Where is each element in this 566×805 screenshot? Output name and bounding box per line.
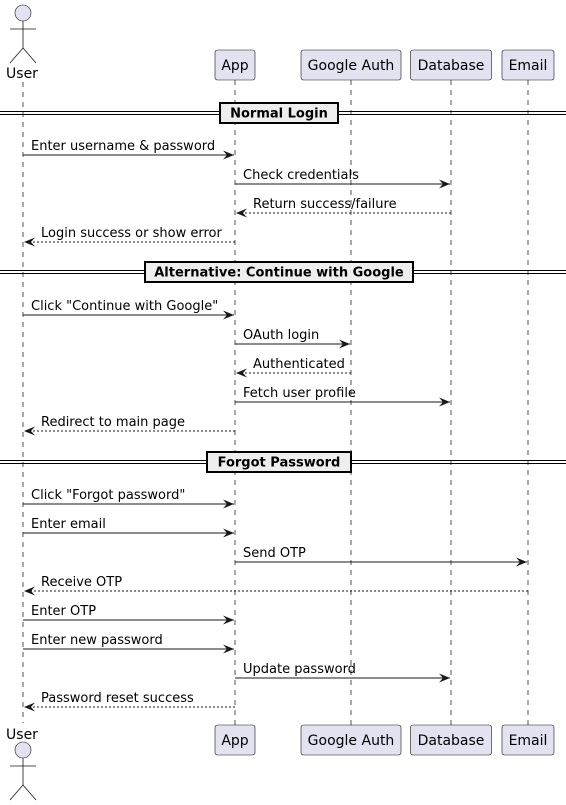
message-17: Password reset success	[24, 691, 235, 712]
message-16: Update password	[235, 662, 450, 683]
message-label: Enter username & password	[31, 139, 215, 154]
actor-figure-icon	[9, 758, 37, 801]
message-4: Login success or show error	[24, 226, 235, 247]
participant-database-bottom: Database	[410, 724, 492, 756]
participant-email-bottom: Email	[501, 724, 555, 756]
actor-user-bottom: User	[6, 727, 38, 801]
participant-google-auth-top: Google Auth	[300, 49, 402, 81]
message-label: Redirect to main page	[41, 415, 185, 430]
arrowhead-icon	[236, 368, 247, 378]
divider-label: Forgot Password	[218, 456, 341, 471]
divider-box	[206, 451, 352, 473]
divider-1: Normal Login	[0, 102, 566, 124]
message-1: Enter username & password	[23, 139, 234, 160]
participant-google-auth-bottom: Google Auth	[300, 724, 402, 756]
message-8: Fetch user profile	[235, 386, 450, 407]
participant-headers-bottom: User App Google Auth Database Email	[6, 724, 555, 801]
participant-box	[214, 724, 256, 756]
participant-app-top: App	[214, 49, 256, 81]
participant-label: Database	[418, 58, 485, 74]
arrowhead-icon	[223, 499, 234, 509]
arrowhead-icon	[516, 557, 527, 567]
message-label: Update password	[243, 662, 356, 677]
participant-label: App	[221, 58, 248, 74]
participant-headers-top: User App Google Auth Database Email	[6, 4, 555, 82]
message-9: Redirect to main page	[24, 415, 235, 436]
message-3: Return success/failure	[236, 197, 451, 218]
participant-box	[501, 49, 555, 81]
message-label: Login success or show error	[41, 226, 222, 241]
message-label: Return success/failure	[253, 197, 397, 212]
message-11: Enter email	[23, 517, 234, 538]
arrowhead-icon	[223, 644, 234, 654]
arrowhead-icon	[24, 586, 35, 596]
message-label: Click "Forgot password"	[31, 488, 185, 503]
actor-head-icon	[14, 741, 32, 759]
arrowhead-icon	[439, 673, 450, 683]
message-label: Password reset success	[41, 691, 194, 706]
actor-label: User	[6, 66, 38, 82]
actor-figure-icon	[9, 21, 37, 64]
participant-box	[214, 49, 256, 81]
divider-box	[144, 261, 414, 283]
arrowhead-icon	[236, 208, 247, 218]
participant-box	[410, 49, 492, 81]
message-label: Enter new password	[31, 633, 163, 648]
participant-label: Database	[418, 733, 485, 749]
participant-box	[410, 724, 492, 756]
arrowhead-icon	[223, 150, 234, 160]
participant-label: Google Auth	[308, 58, 395, 74]
arrowhead-icon	[339, 339, 350, 349]
message-label: Check credentials	[243, 168, 359, 183]
message-label: Enter email	[31, 517, 106, 532]
divider-label: Alternative: Continue with Google	[154, 266, 404, 281]
arrowhead-icon	[24, 702, 35, 712]
message-14: Enter OTP	[23, 604, 234, 625]
message-12: Send OTP	[235, 546, 527, 567]
participant-label: Email	[509, 58, 548, 74]
participant-label: App	[221, 733, 248, 749]
arrowhead-icon	[223, 528, 234, 538]
participant-app-bottom: App	[214, 724, 256, 756]
message-2: Check credentials	[235, 168, 450, 189]
message-label: Authenticated	[253, 357, 345, 372]
message-label: OAuth login	[243, 328, 319, 343]
divider-box	[219, 102, 339, 124]
actor-head-icon	[14, 4, 32, 22]
message-13: Receive OTP	[24, 575, 528, 596]
participant-box	[300, 724, 402, 756]
divider-label: Normal Login	[230, 107, 328, 122]
message-label: Fetch user profile	[243, 386, 356, 401]
arrowhead-icon	[439, 179, 450, 189]
participant-box	[300, 49, 402, 81]
message-6: OAuth login	[235, 328, 350, 349]
message-label: Click "Continue with Google"	[31, 299, 218, 314]
participant-email-top: Email	[501, 49, 555, 81]
message-15: Enter new password	[23, 633, 234, 654]
message-7: Authenticated	[236, 357, 351, 378]
message-10: Click "Forgot password"	[23, 488, 234, 509]
divider-3: Forgot Password	[0, 451, 566, 473]
arrowhead-icon	[223, 310, 234, 320]
arrowhead-icon	[24, 426, 35, 436]
participant-box	[501, 724, 555, 756]
message-label: Send OTP	[243, 546, 306, 561]
participant-label: Email	[509, 733, 548, 749]
arrowhead-icon	[24, 237, 35, 247]
arrowhead-icon	[439, 397, 450, 407]
arrowhead-icon	[223, 615, 234, 625]
message-label: Receive OTP	[41, 575, 122, 590]
message-label: Enter OTP	[31, 604, 96, 619]
actor-label: User	[6, 727, 38, 743]
message-5: Click "Continue with Google"	[23, 299, 234, 320]
participant-label: Google Auth	[308, 733, 395, 749]
divider-2: Alternative: Continue with Google	[0, 261, 566, 283]
actor-user-top: User	[6, 4, 38, 82]
participant-database-top: Database	[410, 49, 492, 81]
